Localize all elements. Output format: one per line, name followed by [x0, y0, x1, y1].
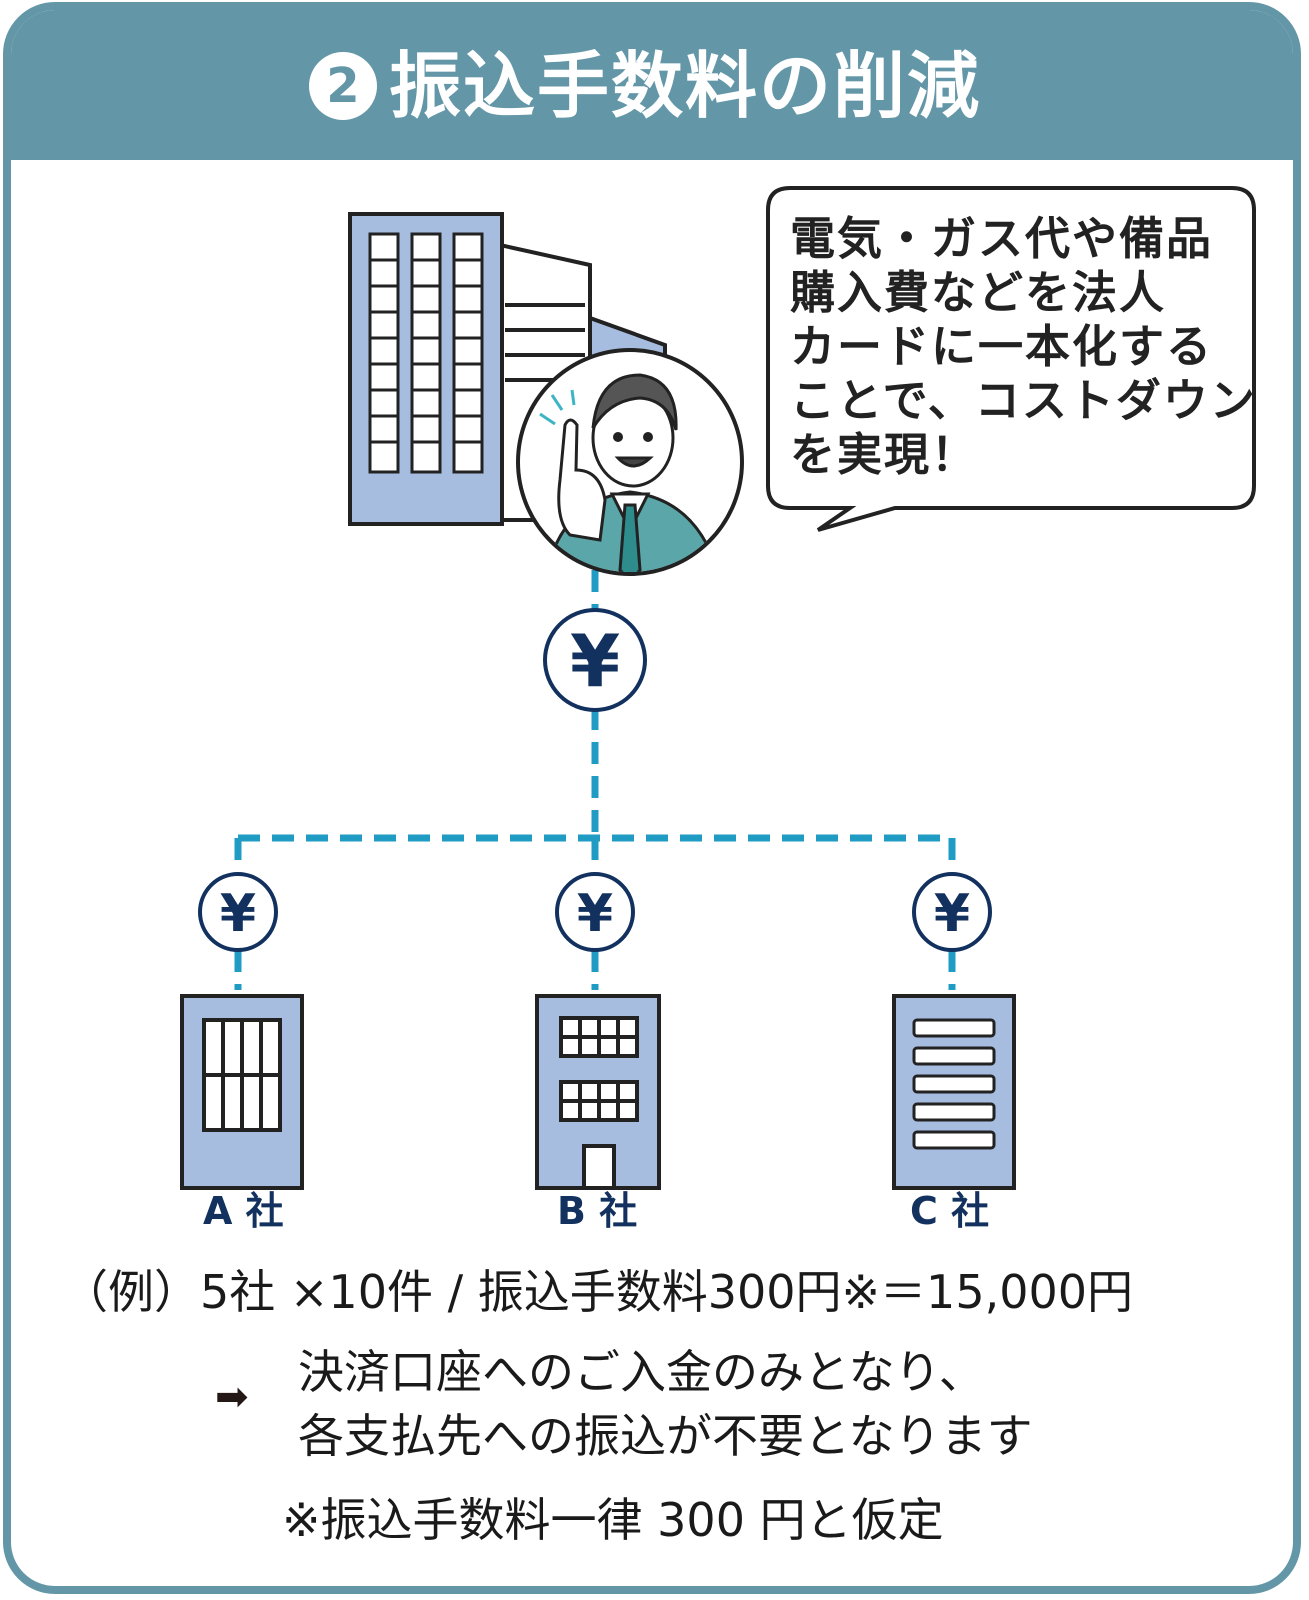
step-number-badge: 2	[309, 52, 377, 120]
bubble-line: 購入費などを法人	[790, 266, 1167, 319]
bubble-line: カードに一本化する	[790, 320, 1214, 373]
yen-symbol-b: ¥	[577, 884, 613, 944]
company-b-label: B 社	[557, 1189, 638, 1233]
page-title: 振込手数料の削減	[389, 44, 982, 128]
result-line: 決済口座へのご入金のみとなり、	[298, 1345, 985, 1399]
footnote: ※振込手数料一律 300 円と仮定	[282, 1493, 944, 1547]
result-line: 各支払先への振込が不要となります	[298, 1409, 1033, 1463]
company-c-building-icon	[892, 994, 1016, 1190]
arrow-right-icon: ➡	[215, 1374, 249, 1420]
company-c-label: C 社	[910, 1189, 990, 1233]
connector-lines	[234, 570, 956, 990]
speech-bubble-text: 電気・ガス代や備品 購入費などを法人 カードに一本化する ことで、コストダウン …	[790, 212, 1257, 482]
company-b-building-icon	[535, 994, 661, 1190]
bubble-line: 電気・ガス代や備品	[790, 212, 1214, 265]
example-calculation: （例）5社 ×10件 / 振込手数料300円※＝15,000円	[62, 1265, 1134, 1319]
yen-circle-main	[543, 608, 647, 712]
result-text: 決済口座へのご入金のみとなり、 各支払先への振込が不要となります	[298, 1340, 1033, 1468]
company-a-building-icon	[180, 994, 304, 1190]
yen-symbol-a: ¥	[220, 884, 256, 944]
businessman-avatar-icon	[516, 348, 744, 576]
bubble-line: を実現！	[790, 428, 979, 481]
speech-bubble	[766, 186, 1256, 532]
yen-symbol-main: ¥	[570, 619, 620, 703]
bubble-line: ことで、コストダウン	[790, 374, 1257, 427]
header-bar: 2 振込手数料の削減	[11, 10, 1293, 160]
yen-symbol-c: ¥	[934, 884, 970, 944]
yen-circle-b	[555, 872, 635, 952]
company-a-label: A 社	[203, 1189, 284, 1233]
yen-circle-c	[912, 872, 992, 952]
yen-circle-a	[198, 872, 278, 952]
